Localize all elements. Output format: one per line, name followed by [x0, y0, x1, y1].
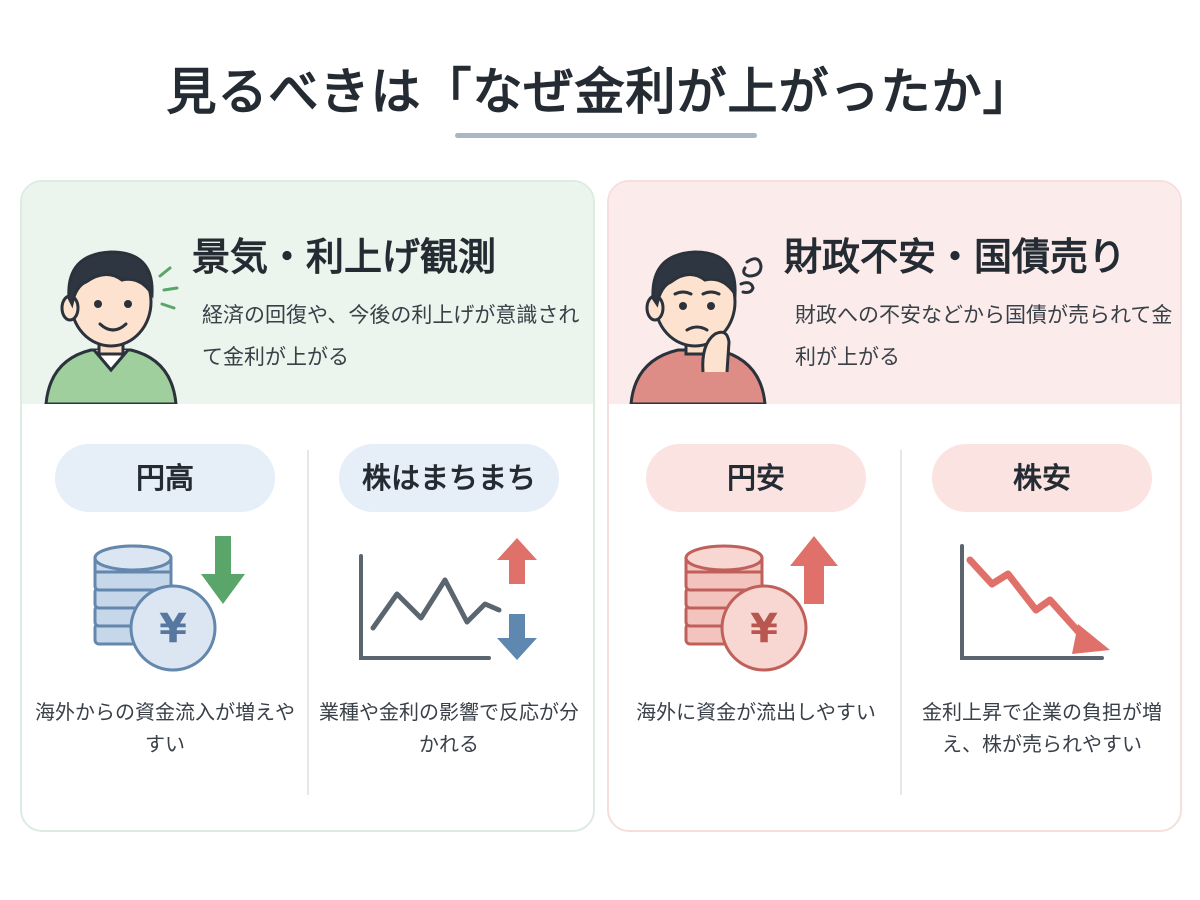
effect-yen-strong: 円高 ¥ 海外からの資金流入が増えやすい [35, 444, 295, 824]
effect-label: 株はまちまち [339, 444, 559, 512]
effect-label: 円安 [646, 444, 866, 512]
effect-stocks-fall: 株安 金利上昇で企業の負担が増え、株が売られやすい [912, 444, 1172, 824]
panel-title: 景気・利上げ観測 [192, 235, 497, 279]
effect-description: 海外に資金が流出しやすい [636, 700, 876, 724]
title-underline [455, 133, 757, 138]
panel-header: 財政不安・国債売り 財政への不安などから国債が売られて金利が上がる [609, 182, 1180, 404]
effect-stocks-mixed: 株はまちまち 業種や金利の影響で反応が分かれる [319, 444, 579, 824]
worried-man-avatar-icon [629, 250, 767, 404]
yen-coins-up-arrow-icon: ¥ [684, 536, 838, 672]
panel-header: 景気・利上げ観測 経済の回復や、今後の利上げが意識されて金利が上がる [22, 182, 593, 404]
effect-description: 海外からの資金流入が増えやすい [35, 700, 295, 756]
panel-fiscal-anxiety: 財政不安・国債売り 財政への不安などから国債が売られて金利が上がる 円安 ¥ 海… [607, 180, 1182, 832]
yen-coins-down-arrow-icon: ¥ [93, 536, 245, 672]
effect-yen-weak: 円安 ¥ 海外に資金が流出しやすい [626, 444, 886, 824]
falling-chart-icon [960, 544, 1110, 660]
happy-man-avatar-icon [44, 250, 179, 404]
mixed-line-chart-icon [359, 538, 537, 660]
panel-description: 経済の回復や、今後の利上げが意識されて金利が上がる [202, 303, 580, 369]
panel-economic-recovery: 景気・利上げ観測 経済の回復や、今後の利上げが意識されて金利が上がる 円高 ¥ … [20, 180, 595, 832]
svg-text:¥: ¥ [159, 606, 187, 652]
svg-text:¥: ¥ [750, 606, 778, 652]
effect-label: 株安 [932, 444, 1152, 512]
column-divider [900, 450, 902, 795]
effect-description: 金利上昇で企業の負担が増え、株が売られやすい [922, 700, 1162, 756]
column-divider [307, 450, 309, 795]
page-title: 見るべきは「なぜ金利が上がったか」 [166, 63, 1034, 121]
effect-label: 円高 [55, 444, 275, 512]
panel-title: 財政不安・国債売り [784, 235, 1127, 279]
effect-description: 業種や金利の影響で反応が分かれる [319, 700, 579, 756]
panel-description: 財政への不安などから国債が売られて金利が上がる [795, 303, 1173, 369]
